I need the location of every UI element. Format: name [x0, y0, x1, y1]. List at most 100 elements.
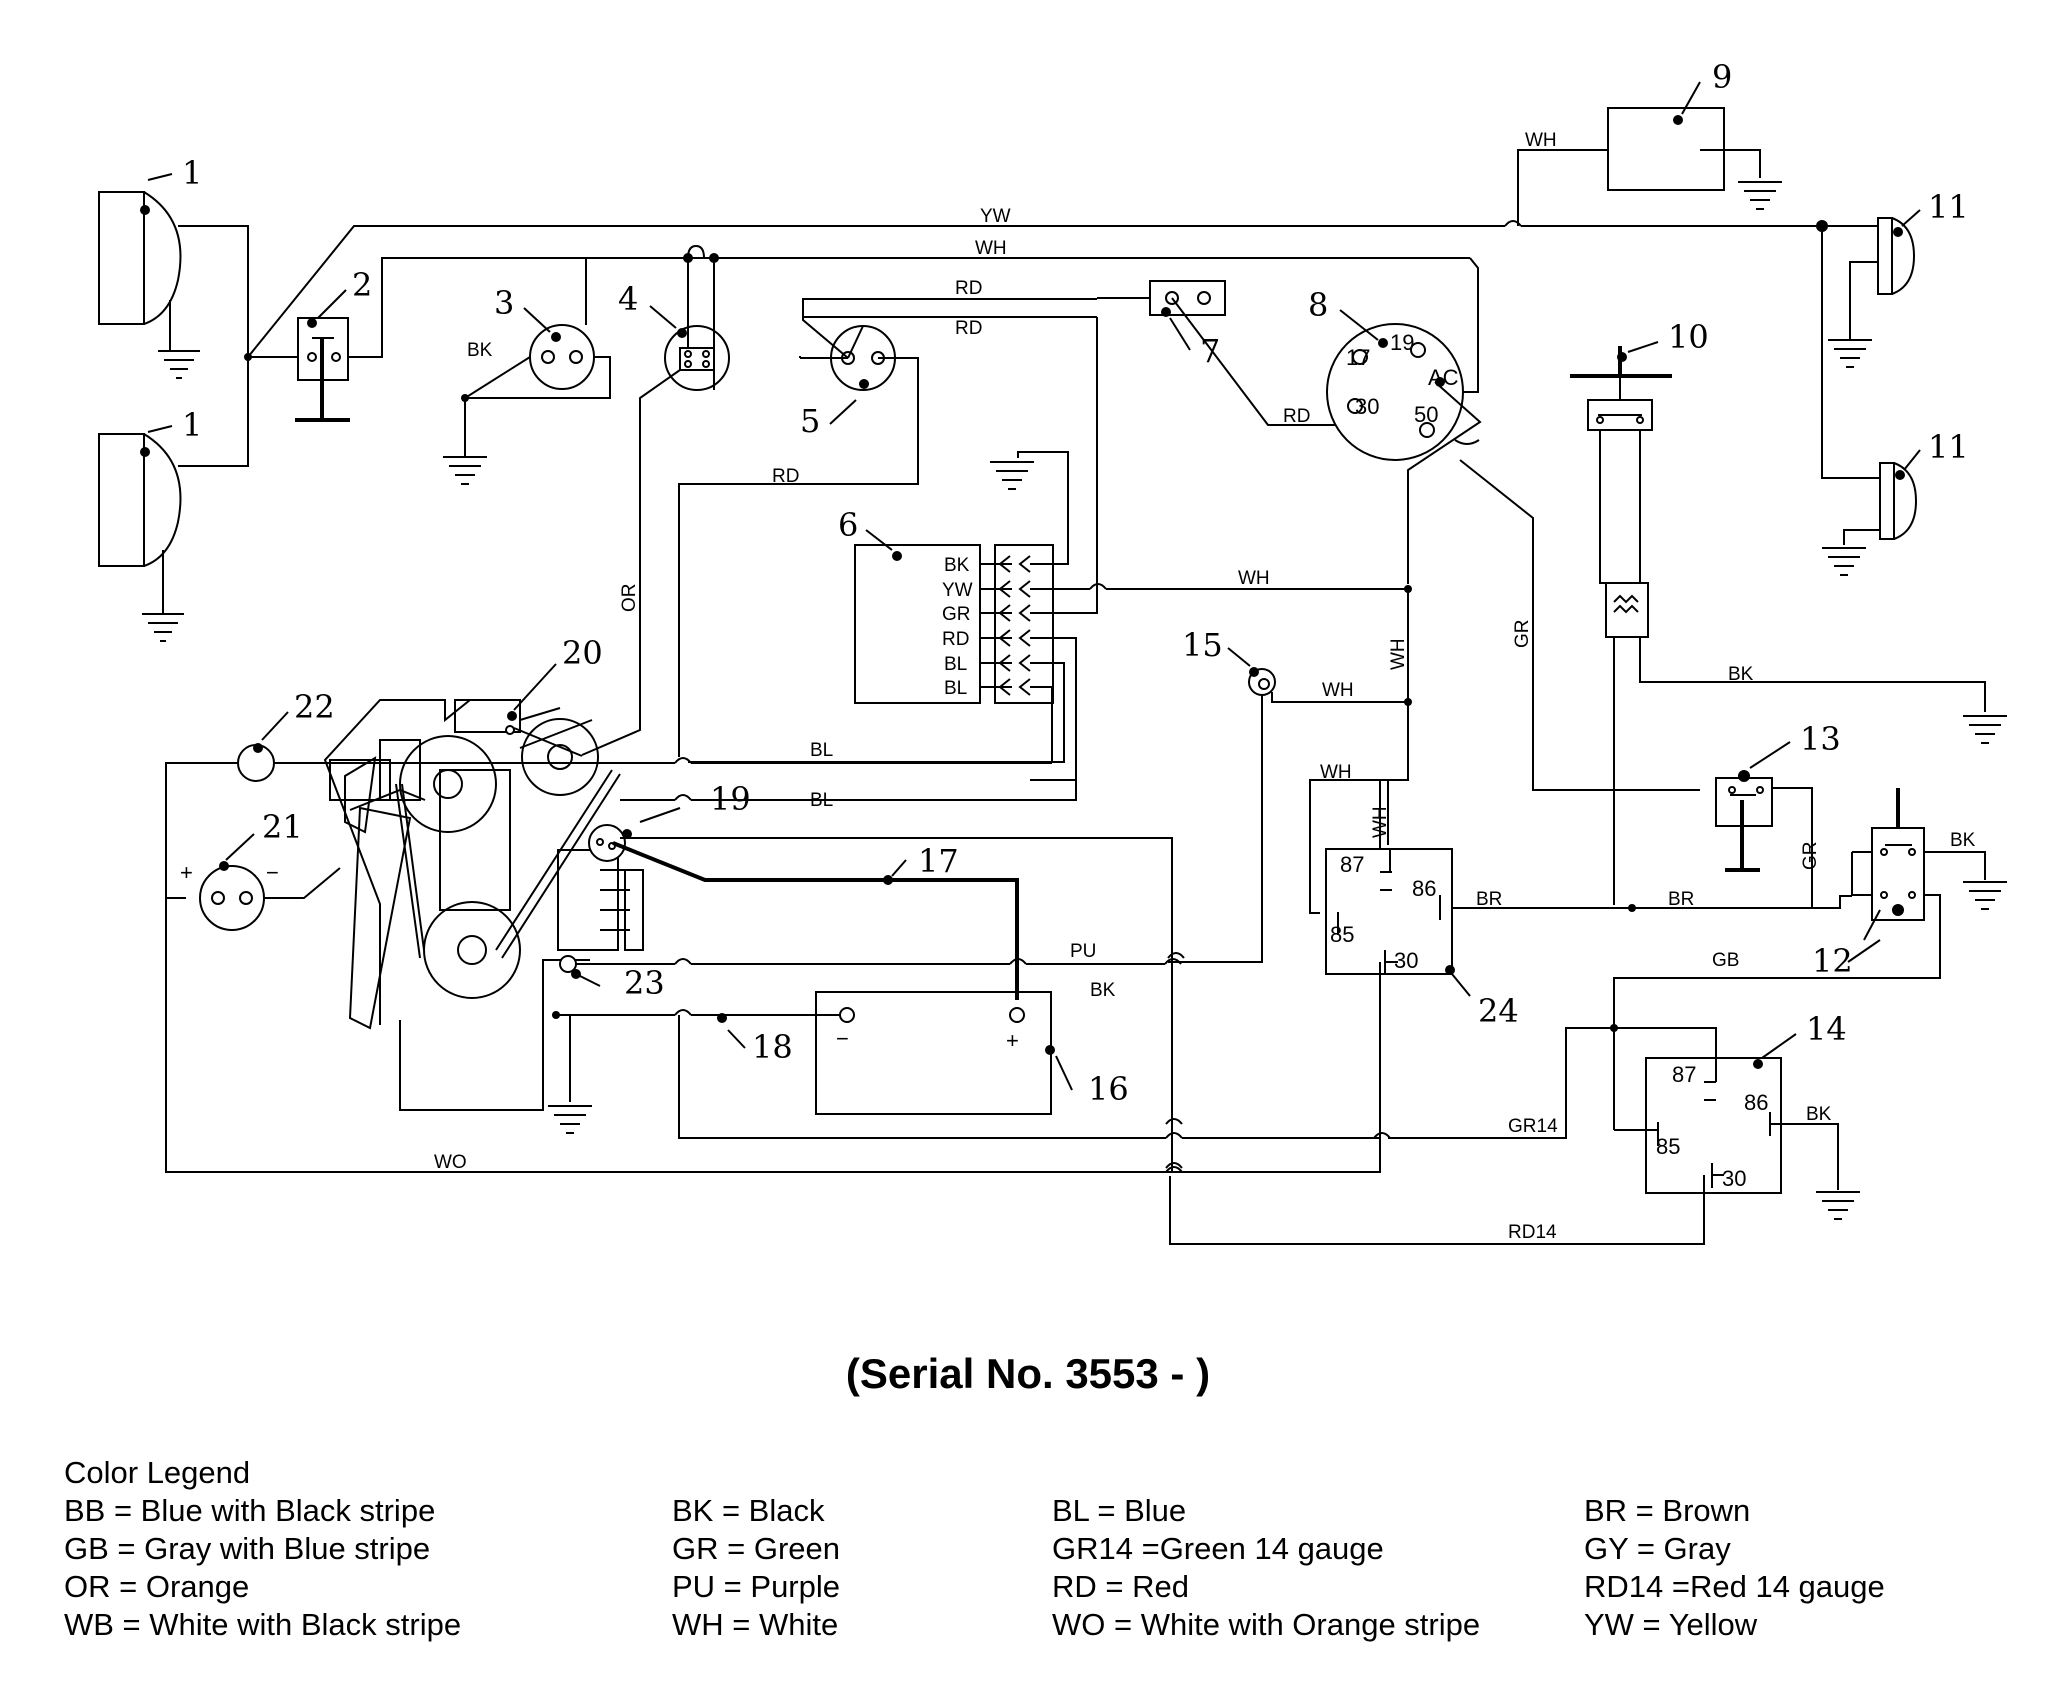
lamp-11-lower: [1843, 462, 1918, 545]
ground-symbol-12: [1963, 881, 2007, 910]
legend-entry: BL = Blue: [1052, 1493, 1187, 1528]
gauge-3: [529, 324, 595, 390]
relay-14-pin-87: 87: [1672, 1062, 1696, 1087]
gauge-4: [664, 325, 730, 391]
legend-entry: RD = Red: [1052, 1569, 1189, 1604]
terminal-label-ac: AC: [1428, 365, 1459, 390]
legend-entry: BK = Black: [672, 1493, 825, 1528]
callout-1-lower: 1: [182, 406, 202, 444]
wire-label-wo: WO: [434, 1152, 467, 1173]
ground-symbol-11b: [1822, 547, 1866, 576]
pin-label-bk: BK: [944, 555, 970, 576]
callout-6: 6: [838, 506, 858, 544]
wire-label-yw: YW: [980, 206, 1011, 227]
callout-4: 4: [618, 280, 638, 318]
callout-2: 2: [352, 266, 372, 304]
wire-label-gr: GR: [1512, 620, 1533, 649]
relay-14-pin-85: 85: [1656, 1134, 1680, 1159]
switch-2: [295, 317, 350, 422]
color-legend-col-1: Color Legend BB = Blue with Black stripe…: [64, 1454, 461, 1644]
legend-entry: BB = Blue with Black stripe: [64, 1493, 436, 1528]
callout-19: 19: [710, 780, 751, 818]
headlight-lower: [98, 433, 182, 592]
callout-16: 16: [1088, 1070, 1129, 1108]
relay-14: [1645, 1057, 1782, 1194]
callout-23: 23: [624, 964, 665, 1002]
callout-24: 24: [1478, 992, 1519, 1030]
relay-24-pin-85: 85: [1330, 922, 1354, 947]
legend-entry: GB = Gray with Blue stripe: [64, 1531, 431, 1566]
color-legend-col-4: BR = Brown GY = Gray RD14 =Red 14 gauge …: [1584, 1492, 1885, 1644]
wire-label-wh-6: WH: [1238, 568, 1270, 589]
legend-title: Color Legend: [64, 1455, 251, 1490]
wire-label-bl-2: BL: [810, 790, 833, 811]
gauge-21-plus-label: +: [180, 860, 193, 885]
switch-7: [1149, 280, 1226, 316]
serial-number-title: (Serial No. 3553 - ): [845, 1350, 1211, 1397]
wire-label-wh-relay-2: WH: [1370, 806, 1391, 838]
callout-12: 12: [1812, 942, 1853, 980]
relay-14-pin-30: 30: [1722, 1166, 1746, 1191]
wire-label-wh-15: WH: [1322, 680, 1354, 701]
battery-positive-label: +: [1006, 1028, 1019, 1053]
headlight-upper: [98, 191, 182, 340]
sender-20: [505, 725, 515, 735]
wire-label-rd-2: RD: [955, 318, 982, 339]
callout-7: 7: [1200, 332, 1220, 370]
wire-label-br-2: BR: [1668, 889, 1694, 910]
wire-label-bk-batt: BK: [1090, 980, 1116, 1001]
wire-label-bk-10: BK: [1728, 664, 1754, 685]
lamp-11-upper: [1849, 217, 1916, 330]
relay-14-pin-86: 86: [1744, 1090, 1768, 1115]
legend-entry: WB = White with Black stripe: [64, 1607, 462, 1642]
callout-8: 8: [1308, 286, 1328, 324]
wire-label-wh-top: WH: [975, 238, 1007, 259]
terminal-label-30: 30: [1355, 394, 1379, 419]
legend-entry: WH = White: [672, 1607, 839, 1642]
legend-entry: YW = Yellow: [1584, 1607, 1758, 1642]
ground-symbol-3: [443, 456, 487, 485]
callout-20: 20: [562, 634, 603, 672]
ground-symbol-9: [1738, 181, 1782, 210]
terminal-label-19: 19: [1390, 330, 1414, 355]
wire-label-or: OR: [619, 584, 640, 613]
gauge-21: [199, 865, 265, 931]
wire-label-pu: PU: [1070, 941, 1096, 962]
wire-label-gr-12: GR: [1800, 842, 1821, 871]
callout-13: 13: [1800, 720, 1841, 758]
callout-5: 5: [800, 402, 820, 440]
resistor-10: [1605, 582, 1649, 638]
ground-symbol-engine: [548, 1105, 592, 1134]
engine: [323, 699, 644, 1111]
wire-label-bk-14: BK: [1806, 1104, 1832, 1125]
legend-entry: RD14 =Red 14 gauge: [1584, 1569, 1885, 1604]
callout-18: 18: [752, 1028, 793, 1066]
pin-label-bl-2: BL: [944, 678, 967, 699]
wire-label-rd-1: RD: [955, 278, 982, 299]
terminal-label-17: 17: [1346, 345, 1370, 370]
sender-23: [559, 955, 577, 973]
callout-11-lower: 11: [1928, 428, 1969, 466]
callout-15: 15: [1182, 626, 1223, 664]
ground-symbol-1: [158, 350, 200, 379]
wire-label-wh-relay: WH: [1320, 762, 1352, 783]
relay-24-pin-30: 30: [1394, 948, 1418, 973]
wire-label-bk-3: BK: [467, 340, 493, 361]
wire-label-rd-mid: RD: [772, 466, 799, 487]
callout-21: 21: [262, 808, 303, 846]
wire-label-bk-12: BK: [1950, 830, 1976, 851]
wire-label-gb: GB: [1712, 950, 1739, 971]
legend-entry: PU = Purple: [672, 1569, 841, 1604]
callout-3: 3: [494, 284, 514, 322]
ground-symbol-10: [1963, 715, 2007, 744]
gauge-21-minus-label: −: [266, 860, 279, 885]
legend-entry: OR = Orange: [64, 1569, 250, 1604]
callout-11-upper: 11: [1928, 188, 1969, 226]
callout-22: 22: [294, 688, 335, 726]
wire-label-bl-1: BL: [810, 740, 833, 761]
battery-negative-label: −: [836, 1026, 849, 1051]
relay-24-pin-87: 87: [1340, 852, 1364, 877]
wire-label-wh-vert: WH: [1388, 638, 1409, 670]
